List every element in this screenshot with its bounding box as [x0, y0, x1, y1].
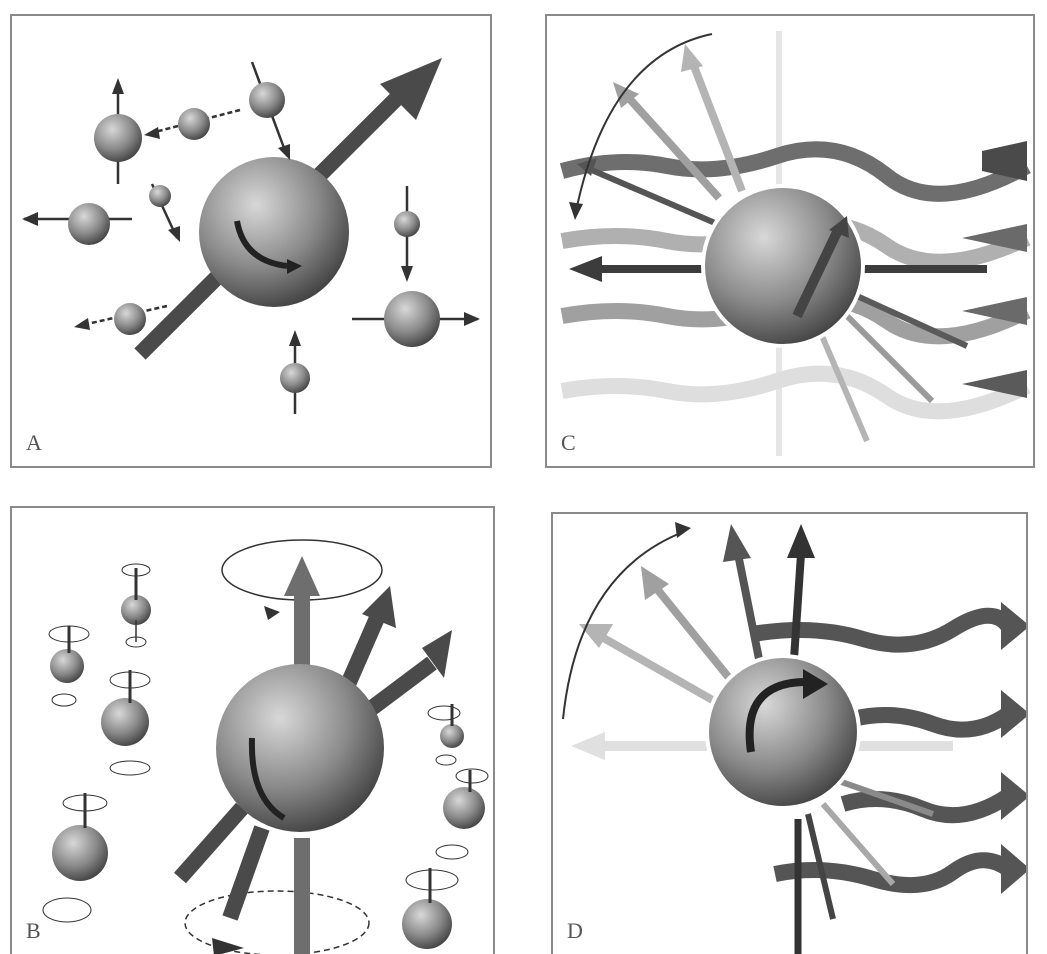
- main-nucleus: [199, 157, 349, 307]
- small-nucleus: [49, 626, 89, 706]
- main-nucleus: [216, 664, 384, 832]
- small-nucleus: [428, 704, 464, 765]
- small-nucleus: [394, 186, 420, 282]
- small-nucleus: [94, 78, 142, 184]
- panel-d-illustration: [553, 514, 1028, 954]
- panel-b: B: [10, 506, 495, 954]
- panel-b-illustration: [12, 508, 495, 954]
- panel-a: A: [10, 14, 492, 468]
- panel-label: A: [26, 430, 42, 456]
- small-nucleus: [144, 108, 240, 140]
- small-nucleus: [121, 564, 151, 647]
- small-nucleus: [352, 291, 480, 347]
- panel-c-illustration: [547, 16, 1035, 468]
- small-nucleus: [249, 62, 290, 160]
- panel-c: C: [545, 14, 1035, 468]
- small-nucleus: [436, 769, 488, 859]
- small-nucleus: [402, 868, 458, 949]
- panel-label: D: [567, 918, 583, 944]
- panel-label: B: [26, 918, 41, 944]
- small-nucleus: [149, 184, 180, 242]
- small-nucleus: [101, 670, 150, 775]
- small-nucleus: [43, 793, 108, 922]
- panel-d: D: [551, 512, 1028, 954]
- small-nucleus: [22, 203, 132, 245]
- small-nucleus: [280, 330, 310, 414]
- main-nucleus: [707, 656, 859, 808]
- panel-a-illustration: [12, 16, 492, 468]
- main-nucleus: [703, 186, 863, 346]
- panel-label: C: [561, 430, 576, 456]
